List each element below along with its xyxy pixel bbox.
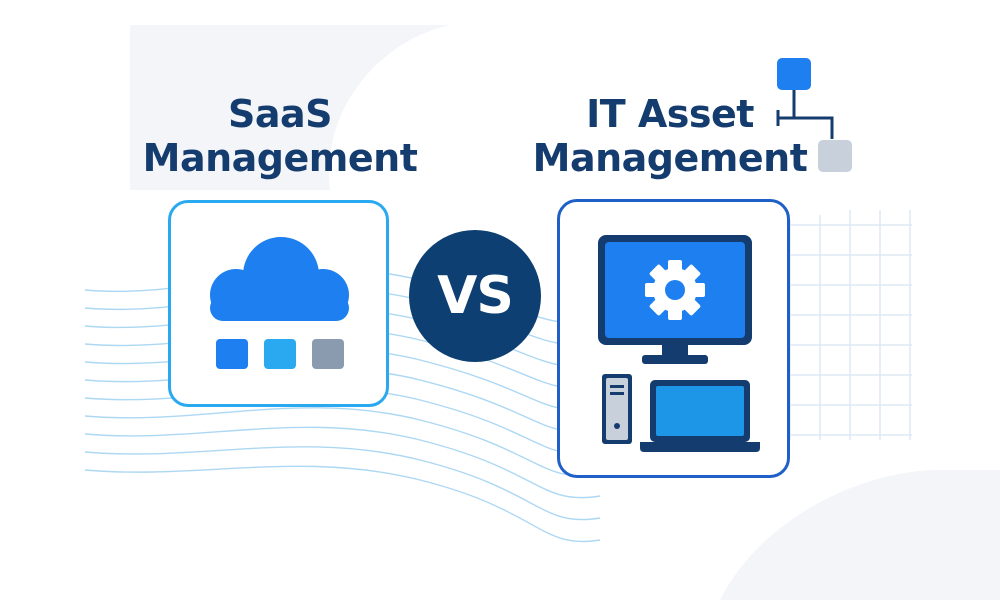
laptop-icon — [640, 380, 760, 452]
gear-icon — [645, 260, 705, 320]
hierarchy-nodes-icon — [776, 58, 852, 172]
background-corner-shape — [720, 470, 1000, 600]
saas-title-line1: SaaS — [227, 92, 333, 136]
itam-title-line1: IT Asset — [586, 92, 754, 136]
app-square-lightblue-icon — [264, 339, 296, 369]
app-square-blue-icon — [216, 339, 248, 369]
saas-management-title: SaaS Management — [130, 92, 430, 180]
it-devices-illustration — [598, 235, 760, 452]
cloud-apps-icon — [210, 237, 349, 369]
it-asset-management-card — [557, 199, 790, 478]
app-square-gray-icon — [312, 339, 344, 369]
cloud-icon — [210, 237, 349, 321]
background-arc-shape — [130, 25, 450, 190]
saas-title-line2: Management — [142, 136, 418, 180]
vs-badge: VS — [409, 230, 541, 362]
it-asset-management-title: IT Asset Management — [520, 92, 820, 180]
itam-title-line2: Management — [532, 136, 808, 180]
desktop-tower-icon — [602, 374, 632, 444]
saas-management-card — [168, 200, 389, 407]
vs-label: VS — [437, 266, 514, 326]
monitor-gear-icon — [598, 235, 752, 364]
background-grid — [789, 210, 912, 440]
